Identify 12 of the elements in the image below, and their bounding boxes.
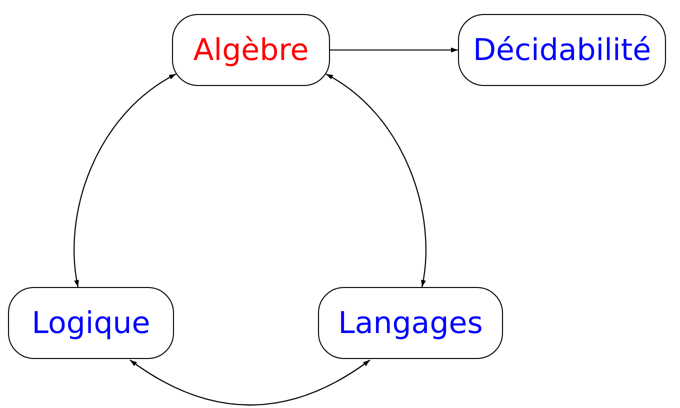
node-label: Décidabilité <box>472 32 652 68</box>
arrow <box>130 360 370 406</box>
rounded-box <box>172 14 330 86</box>
node-label: Logique <box>32 306 150 340</box>
arrow <box>326 74 426 288</box>
arrow <box>74 74 176 288</box>
arrow <box>330 48 458 52</box>
node-label: Algèbre <box>193 32 309 68</box>
rounded-box <box>8 287 174 359</box>
rounded-box <box>458 14 666 86</box>
node-label: Langages <box>338 306 483 340</box>
rounded-box <box>318 287 503 359</box>
